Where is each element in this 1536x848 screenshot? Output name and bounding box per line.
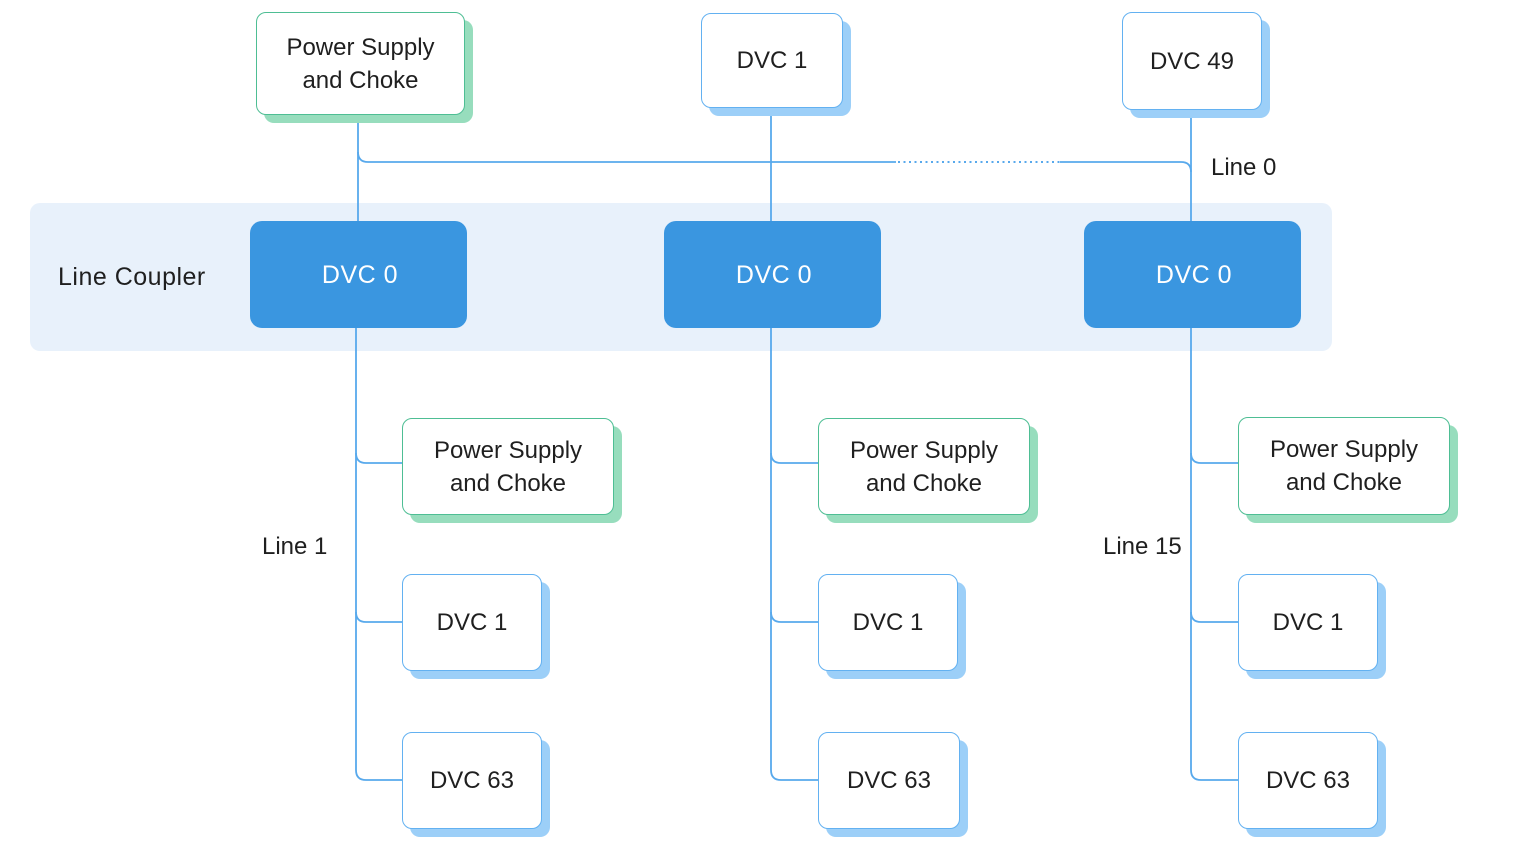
- node-dvc49-top: DVC 49: [1122, 12, 1262, 110]
- line-coupler-label: Line Coupler: [58, 262, 206, 291]
- node-dvc1-middle: DVC 1: [818, 574, 958, 671]
- node-power-supply-top: Power Supply and Choke: [256, 12, 465, 115]
- backbone-solid-right: [1060, 161, 1192, 173]
- node-dvc1-top: DVC 1: [701, 13, 843, 108]
- trunk-line15: [1190, 310, 1238, 781]
- label-line-1: Line 1: [262, 533, 328, 560]
- trunk-line1: [355, 310, 402, 781]
- branch-left-dvc1: [355, 611, 402, 623]
- branch-middle-psu: [770, 452, 818, 464]
- node-dvc63-middle: DVC 63: [818, 732, 960, 829]
- node-coupler-middle: DVC 0: [664, 221, 881, 328]
- branch-right-dvc1: [1190, 611, 1238, 623]
- node-power-supply-line15: Power Supply and Choke: [1238, 417, 1450, 515]
- node-power-supply-middle: Power Supply and Choke: [818, 418, 1030, 515]
- trunk-middle-line: [770, 310, 818, 781]
- node-power-supply-line1: Power Supply and Choke: [402, 418, 614, 515]
- label-line-0: Line 0: [1211, 154, 1277, 181]
- branch-middle-dvc1: [770, 611, 818, 623]
- node-dvc63-line15: DVC 63: [1238, 732, 1378, 829]
- node-coupler-left: DVC 0: [250, 221, 467, 328]
- node-dvc1-line15: DVC 1: [1238, 574, 1378, 671]
- label-line-15: Line 15: [1103, 533, 1182, 560]
- branch-right-psu: [1190, 452, 1238, 464]
- node-dvc63-line1: DVC 63: [402, 732, 542, 829]
- node-dvc1-line1: DVC 1: [402, 574, 542, 671]
- branch-left-psu: [355, 452, 402, 464]
- backbone-solid-left: [357, 151, 896, 163]
- node-coupler-right: DVC 0: [1084, 221, 1301, 328]
